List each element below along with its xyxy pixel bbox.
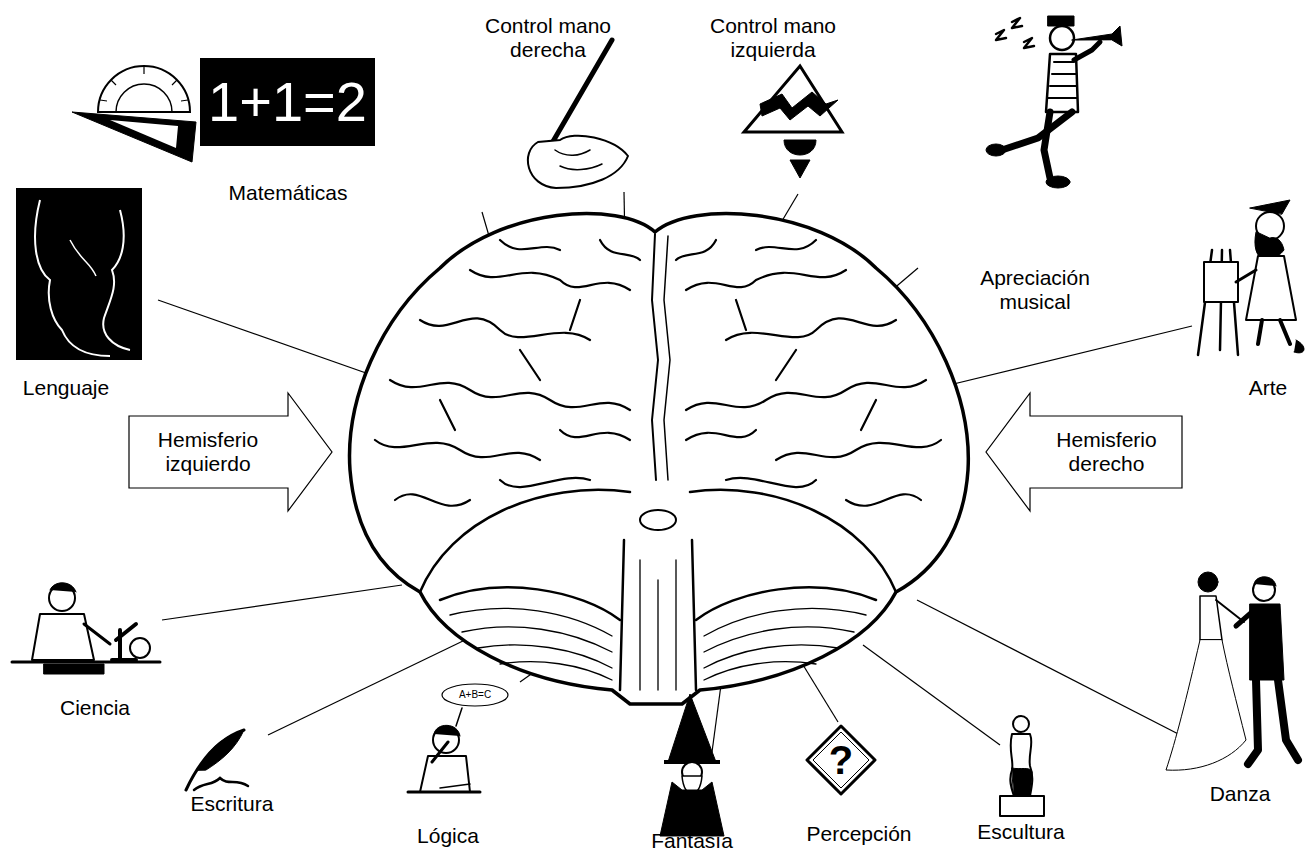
area-label: Ciencia: [35, 696, 155, 720]
area-label: Danza: [1190, 782, 1290, 806]
node-text-area: ?: [805, 724, 877, 796]
diamond-outline: [807, 726, 875, 794]
statue-icon: [1000, 716, 1044, 816]
node-label: ?: [829, 737, 853, 783]
wizard-icon: [660, 694, 724, 836]
bubble-outline: [442, 684, 508, 706]
node-text-group: Hemisferio derecho: [1048, 428, 1166, 476]
quill-icon: [186, 730, 248, 790]
area-label: Lógica: [398, 824, 498, 848]
node-text-group: A+B=C: [459, 689, 491, 701]
area-label: Arte: [1233, 376, 1303, 400]
node-label: Hemisferio derecho: [1048, 428, 1166, 476]
node-text-group: Hemisferio izquierdo: [149, 428, 267, 476]
painter-icon: [1198, 200, 1304, 355]
node-label: A+B=C: [459, 689, 491, 701]
trumpet-player-icon: [986, 16, 1122, 188]
node-text-area: Hemisferio derecho: [1030, 392, 1183, 512]
area-label: Percepción: [794, 822, 924, 846]
node-text-area: Hemisferio izquierdo: [128, 392, 288, 512]
blackboard-fill: [200, 58, 375, 146]
node-text-area: A+B=C: [441, 683, 509, 707]
area-label: Escultura: [961, 820, 1081, 844]
node-label: 1+1=2: [208, 70, 367, 134]
area-label: Lenguaje: [6, 376, 126, 400]
area-label: Control mano izquierda: [703, 14, 843, 62]
student-icon: [408, 708, 480, 792]
area-label: Escritura: [172, 792, 292, 816]
writing-hand-icon: [528, 40, 628, 188]
speech-bubble: A+B=C: [441, 683, 509, 707]
area-label: Fantasía: [637, 829, 747, 853]
scientist-icon: [12, 583, 160, 674]
protractor-icon: [72, 66, 196, 162]
brain: [350, 214, 969, 704]
lightning-icon: [744, 66, 842, 178]
question-sign: ?: [805, 724, 877, 796]
area-label: Control mano derecha: [482, 14, 614, 62]
node-text-area: 1+1=2: [200, 58, 375, 146]
dancers-icon: [1166, 572, 1298, 770]
hemisphere-arrow: Hemisferio izquierdo: [128, 392, 333, 512]
node-text-group: ?: [829, 737, 853, 783]
arrow-outline: [129, 393, 332, 511]
blackboard: 1+1=2: [200, 58, 375, 146]
area-label: Apreciación musical: [965, 266, 1105, 314]
node-label: Hemisferio izquierdo: [149, 428, 267, 476]
diamond-inner: [813, 732, 869, 788]
faces-icon: [16, 188, 142, 360]
area-label: Matemáticas: [208, 181, 368, 205]
arrow-outline: [986, 393, 1182, 511]
node-text-group: 1+1=2: [208, 70, 367, 134]
hemisphere-arrow: Hemisferio derecho: [985, 392, 1183, 512]
